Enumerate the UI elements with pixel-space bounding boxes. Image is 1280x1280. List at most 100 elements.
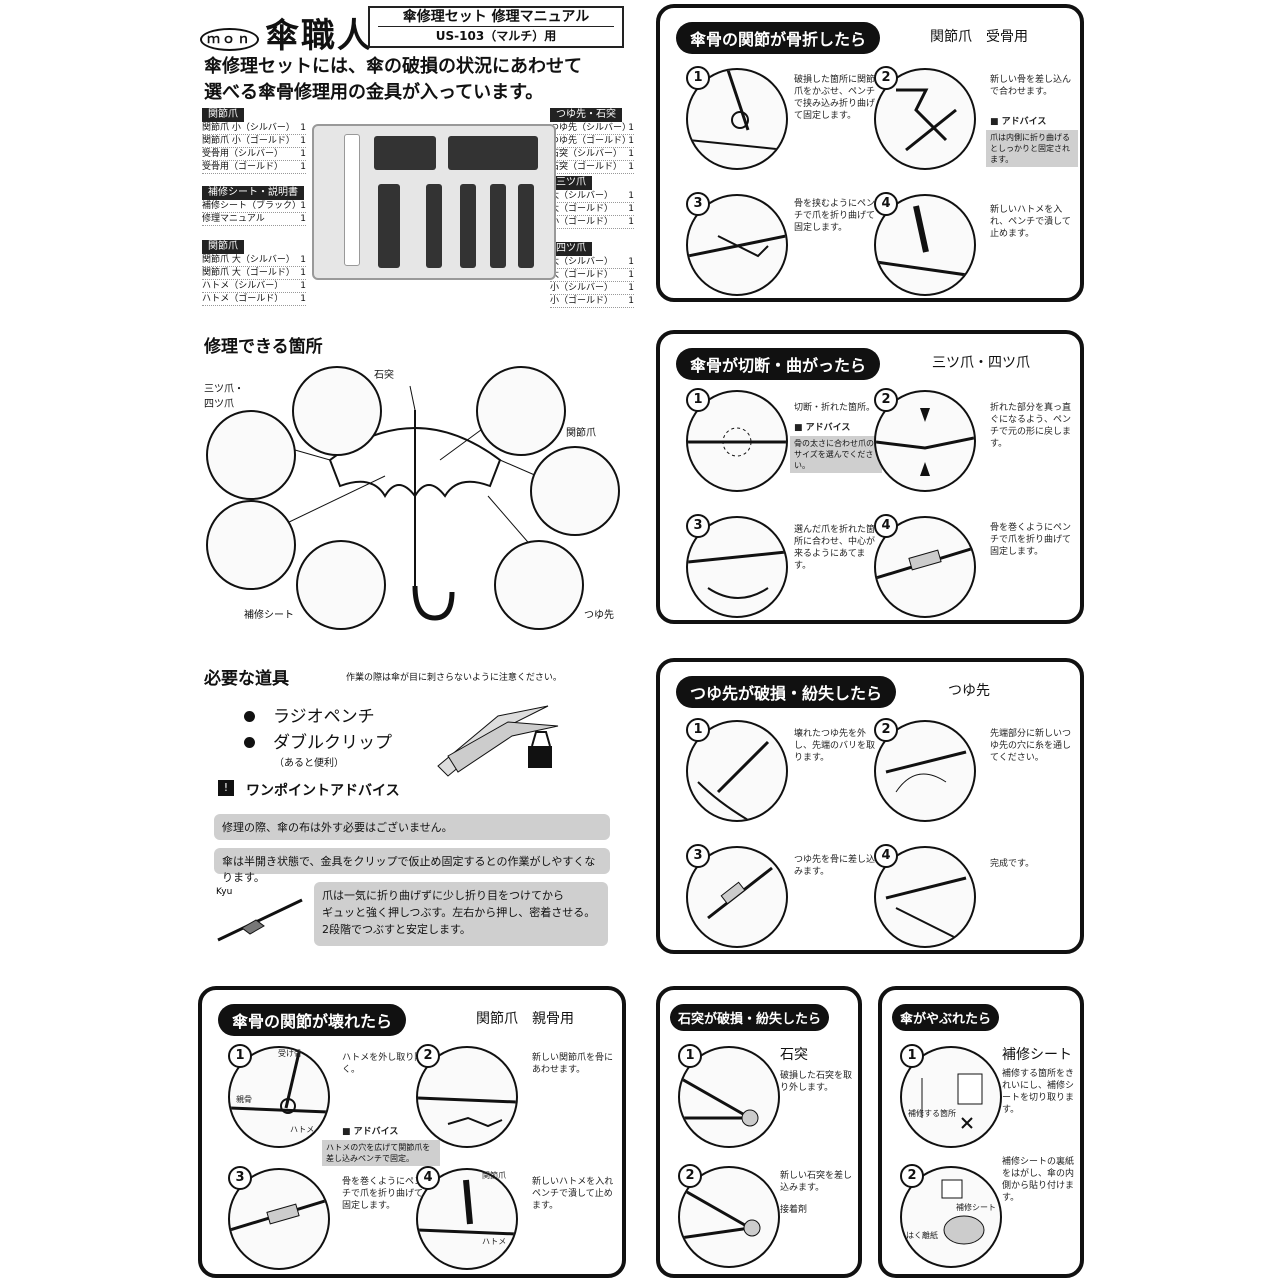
advice-3-line: ギュッと強く押しつぶす。左右から押し、密着させる。 xyxy=(322,906,596,919)
kit-qty: 1 xyxy=(628,191,634,201)
step-number: 2 xyxy=(900,1164,924,1188)
kit-item: 関節爪 大（シルバー） xyxy=(202,255,295,265)
step-number: 1 xyxy=(686,388,710,412)
parts-slot xyxy=(490,184,506,268)
label-ishizuki: 石突 xyxy=(374,370,394,381)
step-note: つゆ先を骨に差し込みます。 xyxy=(794,855,876,877)
kit-item: つゆ先（ゴールド） xyxy=(550,136,632,146)
label-repair-area: 補修する箇所 xyxy=(908,1109,956,1118)
step-note: 折れた部分を真っ直ぐになるよう、ペンチで元の形に戻します。 xyxy=(990,403,1072,449)
parts-slot xyxy=(426,184,442,268)
bullet-icon xyxy=(244,737,255,748)
advice-box: ハトメの穴を広げて関節爪を差し込みペンチで固定。 xyxy=(322,1140,440,1166)
intro-text: 傘修理セットには、傘の破損の状況にあわせて 選べる傘骨修理用の金具が入っています… xyxy=(204,54,634,106)
label-uke-bone: 受け骨 xyxy=(278,1049,302,1058)
kit-item: 修理マニュアル xyxy=(202,214,265,224)
step-note: 新しい骨を差し込んで合わせます。 xyxy=(990,75,1072,97)
kit-item: 石突（シルバー） xyxy=(550,149,623,159)
repair-points-title: 修理できる箇所 xyxy=(204,337,323,357)
step-number: 3 xyxy=(686,192,710,216)
kit-qty: 1 xyxy=(628,136,634,146)
kit-qty: 1 xyxy=(300,214,306,224)
step-note: 新しいハトメを入れペンチで潰して止めます。 xyxy=(532,1177,614,1211)
step-number: 1 xyxy=(900,1044,924,1068)
advice-2: 傘は半開き状態で、金具をクリップで仮止め固定するとの作業がしやすくなります。 xyxy=(214,848,610,884)
kit-qty: 1 xyxy=(300,294,306,304)
model-number: US-103（マルチ）用 xyxy=(378,26,614,45)
panel-joint-fracture: 傘骨の関節が骨折したら 関節爪 受骨用 1 破損した箇所に関節爪をかぶせ、ペンチ… xyxy=(656,4,1084,302)
repair-point-mitsu xyxy=(206,410,296,500)
panel-rib-broken: 傘骨が切断・曲がったら 三ツ爪・四ツ爪 1 切断・折れた箇所。 ■ アドバイス … xyxy=(656,330,1084,624)
step-note: 新しい関節爪を骨にあわせます。 xyxy=(532,1053,614,1075)
kit-qty: 1 xyxy=(628,162,634,172)
step-number: 2 xyxy=(416,1044,440,1068)
kit-qty: 1 xyxy=(628,270,634,280)
label-tsuyusaki: つゆ先 xyxy=(584,610,614,621)
advice-label: ■ アドバイス xyxy=(990,117,1047,127)
tools-note: （あると便利） xyxy=(274,758,344,769)
kit-group-title: つゆ先・石突 xyxy=(550,108,622,122)
step-note: 先端部分に新しいつゆ先の穴に糸を通してください。 xyxy=(990,729,1072,763)
kit-group-title: 補修シート・説明書 xyxy=(202,186,304,200)
kit-qty: 1 xyxy=(628,257,634,267)
step-note: 壊れたつゆ先を外し、先端のバリを取ります。 xyxy=(794,729,876,763)
kit-group-kansetsu-large: 関節爪 関節爪 大（シルバー）1 関節爪 大（ゴールド）1 ハトメ（シルバー）1… xyxy=(202,240,306,306)
step-number: 3 xyxy=(228,1166,252,1190)
step-number: 2 xyxy=(874,718,898,742)
kit-qty: 1 xyxy=(300,123,306,133)
repair-point-sheet xyxy=(296,540,386,630)
brand-prefix: ｍｏｎ xyxy=(200,28,260,51)
repair-point-tsuyusaki xyxy=(494,540,584,630)
manual-title-box: 傘修理セット 修理マニュアル US-103（マルチ）用 xyxy=(368,6,624,48)
sheet-slot xyxy=(344,134,360,266)
kit-qty: 1 xyxy=(628,217,634,227)
repair-point-ishizuki xyxy=(292,366,382,456)
step-note: 破損した石突を取り外します。 xyxy=(780,1071,853,1093)
step-number: 3 xyxy=(686,514,710,538)
step-number: 1 xyxy=(686,66,710,90)
kit-group-yotsu: 四ツ爪 大（シルバー）1 大（ゴールド）1 小（シルバー）1 小（ゴールド）1 xyxy=(550,242,634,308)
label-glue: 接着剤 xyxy=(780,1205,808,1215)
label-mitsu: 三ツ爪・四ツ爪 xyxy=(204,384,244,410)
kit-item: 受骨用（ゴールド） xyxy=(202,162,284,172)
kit-qty: 1 xyxy=(300,162,306,172)
repair-point-rib xyxy=(206,500,296,590)
step-2-image xyxy=(874,68,976,170)
step-note: 補修シートの裏紙をはがし、傘の内側から貼り付けます。 xyxy=(1002,1157,1075,1203)
crimp-illustration: Kyu xyxy=(216,887,303,942)
label-kansetsu: 関節爪 xyxy=(566,428,596,439)
kit-item: 小（ゴールド） xyxy=(550,296,614,306)
parts-slot xyxy=(374,136,436,170)
kit-item: 大（シルバー） xyxy=(550,191,614,201)
kit-item: 関節爪 小（シルバー） xyxy=(202,123,295,133)
step-number: 4 xyxy=(874,514,898,538)
svg-text:Kyu: Kyu xyxy=(216,887,232,897)
kit-qty: 1 xyxy=(300,149,306,159)
advice-3-line: 爪は一気に折り曲げずに少し折り目をつけてから xyxy=(322,889,564,902)
kit-group-title: 関節爪 xyxy=(202,108,244,122)
panel-parts: 補修シート xyxy=(1002,1047,1072,1063)
kit-item: 石突（ゴールド） xyxy=(550,162,623,172)
panel-title: 傘骨の関節が壊れたら xyxy=(218,1004,407,1036)
step-note: 骨を巻くようにペンチで爪を折り曲げて固定します。 xyxy=(342,1177,424,1211)
panel-tip-broken: つゆ先が破損・紛失したら つゆ先 1 壊れたつゆ先を外し、先端のバリを取ります。… xyxy=(656,658,1084,954)
intro-line-1: 傘修理セットには、傘の破損の状況にあわせて xyxy=(204,56,582,77)
kit-item: 大（シルバー） xyxy=(550,257,614,267)
step-number: 2 xyxy=(874,66,898,90)
step-note: 切断・折れた箇所。 xyxy=(794,403,876,413)
panel-parts: 三ツ爪・四ツ爪 xyxy=(932,355,1030,371)
step-note: 完成です。 xyxy=(990,859,1035,869)
advice-1: 修理の際、傘の布は外す必要はございません。 xyxy=(214,814,610,840)
step-1-image xyxy=(686,68,788,170)
panel-parts: つゆ先 xyxy=(948,683,990,699)
advice-text: アドバイス xyxy=(1001,117,1047,127)
step-number: 4 xyxy=(874,844,898,868)
manual-title: 傘修理セット 修理マニュアル xyxy=(402,9,590,25)
kit-item: 小（ゴールド） xyxy=(550,217,614,227)
label-sheet: 補修シート xyxy=(244,610,294,621)
kit-qty: 1 xyxy=(628,149,634,159)
tool-pliers: ラジオペンチ xyxy=(273,707,375,727)
panel-title: つゆ先が破損・紛失したら xyxy=(676,676,897,708)
kit-group-tsuyusaki: つゆ先・石突 つゆ先（シルバー）1 つゆ先（ゴールド）1 石突（シルバー）1 石… xyxy=(550,108,634,174)
repair-point-kansetsu xyxy=(530,446,620,536)
